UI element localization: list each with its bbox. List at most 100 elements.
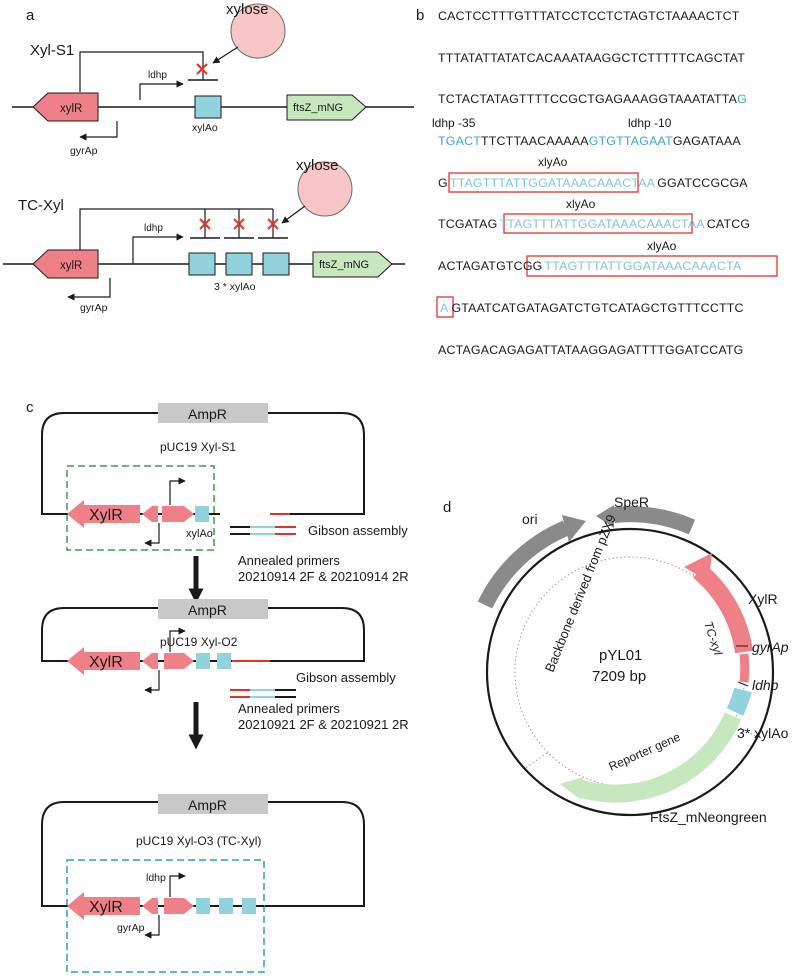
xylr-label: xylR [60,103,82,115]
primers-2: 20210921 2F & 20210921 2R [238,717,409,732]
small-red-arrow-2 [142,653,158,669]
ftsz-label-d: FtsZ_mNeongreen [650,809,767,825]
primers-title-2: Annealed primers [238,701,340,716]
gyrap-promoter-arrow-2 [67,278,111,301]
plasmid-name-2: pUC19 Xyl-O2 [160,635,238,649]
sequence-line-3: TCTACTATAGTTTTCCGCTGAGAAAGGTAAATATTAG [438,92,747,106]
annealed-primers-2 [230,689,296,698]
xylr-label-2: xylR [60,260,82,272]
red-arrow-forward-2 [164,653,194,669]
xylao-label-d: 3* xylAo [737,725,789,741]
plasmid-name-1: pUC19 Xyl-S1 [160,440,236,454]
ampr-label-2: AmpR [188,602,227,618]
xlyao-label-1: xlyAo [538,155,568,169]
ldhp-leader [737,681,749,687]
red-arrow-forward-3 [164,898,194,914]
gibson-label-2: Gibson assembly [296,670,396,685]
blocked-x-mark [196,63,208,75]
ori-label: ori [522,511,538,527]
ldhp-arrow-c3 [169,872,186,897]
ampr-gene-2 [158,599,268,619]
xylr-label-c3: XylR [89,899,123,916]
tc-xyl-label: TC-xyl [701,620,725,658]
sequence-line-4: TGACTTTCTTAACAAAAAGTGTTAGAATGAGATAAA [438,134,741,148]
panel-b: b CACTCCTTTGTTTATCCTCCTCTAGTCTAAAACTCT T… [416,7,778,357]
gibson-label-1: Gibson assembly [308,523,408,538]
xlyao-box-1 [448,172,639,193]
operator-c2-2 [217,653,231,669]
plasmid-name: pYL01 [599,647,642,664]
ori-arc [477,520,570,609]
ldhp-minus35-label: ldhp -35 [432,116,476,130]
gyrap-label-c3: gyrAp [117,922,145,934]
ldhp-label-c3: ldhp [146,872,166,884]
ftsz-mng-gene [286,94,367,121]
xylao-operator [194,95,222,119]
gyrap-arrow-c2 [144,670,160,694]
gyrap-label-d: gyrAp [752,639,789,655]
operator-c3-1 [196,898,210,914]
construct-label-xyl-s1: Xyl-S1 [30,42,74,59]
ldhp-minus10-label: ldhp -10 [628,116,672,130]
construct-label-tc-xyl: TC-Xyl [18,197,64,214]
small-red-arrow-1 [142,506,158,522]
panel-d: d pYL01 7209 bp SpeR ori XylR gyrAp ldhp… [443,494,789,825]
xylose-label: xylose [226,1,269,18]
promoter-arc [739,653,750,683]
panel-b-letter: b [416,7,424,24]
xylr-label-d: XylR [748,591,778,607]
sper-arrowhead [596,505,614,528]
xlyao-box-3-continued [436,296,454,318]
panel-c-letter: c [26,399,34,416]
plasmid-outline-3 [41,801,365,907]
ldhp-label-d: ldhp [752,677,779,693]
ldhp-promoter-arrow [139,80,184,100]
panel-d-letter: d [443,499,451,516]
xylr-arrow-3 [67,892,140,920]
gyrap-arrow-c3 [144,915,160,939]
panel-c: c AmpR pUC19 Xyl-S1 XylR xylAo Gibson as… [26,399,409,973]
repression-bars-2 [190,209,288,239]
primers-title-1: Annealed primers [238,553,340,568]
blocked-x-marks-2 [199,218,279,230]
ldhp-arrow-c2 [169,627,186,652]
operator-c1 [195,506,209,522]
xylose-label-2: xylose [296,157,339,174]
ldhp-promoter-arrow-2 [132,233,184,264]
xylr-arrowhead [684,553,712,582]
ldhp-label-2: ldhp [144,223,163,234]
xylao-triple-label: 3 * xylAo [214,281,256,293]
ftsz-label: ftsZ_mNG [293,102,343,114]
operator-c3-3 [242,898,256,914]
sequence-line-9: ACTAGACAGAGATTATAAGGAGATTTTGGATCCATG [438,343,744,357]
repression-line-2 [79,208,273,250]
blue-dashed-region [66,859,265,973]
plasmid-outline-1 [41,412,365,515]
xylao-operator-3 [262,252,290,276]
xylao-label: xylAo [192,122,218,134]
sequence-line-2: TTTATATTATATCACAAATAAGGCTCTTTTTCAGCTAT [438,51,745,65]
ftsz-mng-gene-2 [312,251,393,278]
primers-1: 20210914 2F & 20210914 2R [238,569,409,584]
xylao-operator-1 [188,252,216,276]
ori-arrowhead [562,515,586,542]
sper-label: SpeR [614,494,649,510]
xylao-arc [726,687,752,716]
sper-arc [613,506,696,535]
ftsz-arrowhead [560,777,583,800]
operator-c3-2 [219,898,233,914]
red-arrow-forward-1 [162,506,194,522]
ldhp-label: ldhp [148,70,167,81]
panel-a: a Xyl-S1 xylose xylR ldhp xylAo ftsZ_mNG… [3,1,414,314]
ampr-label-1: AmpR [188,406,227,422]
plasmid-name-3: pUC19 Xyl-O3 (TC-Xyl) [136,834,261,848]
plasmid-map-ring [485,527,775,817]
small-red-arrow-3 [142,898,158,914]
green-dashed-region [66,465,215,551]
xylr-arrow-1 [67,500,140,528]
ftsz-label-2: ftsZ_mNG [319,259,369,271]
xylose-molecule-2 [297,161,353,217]
